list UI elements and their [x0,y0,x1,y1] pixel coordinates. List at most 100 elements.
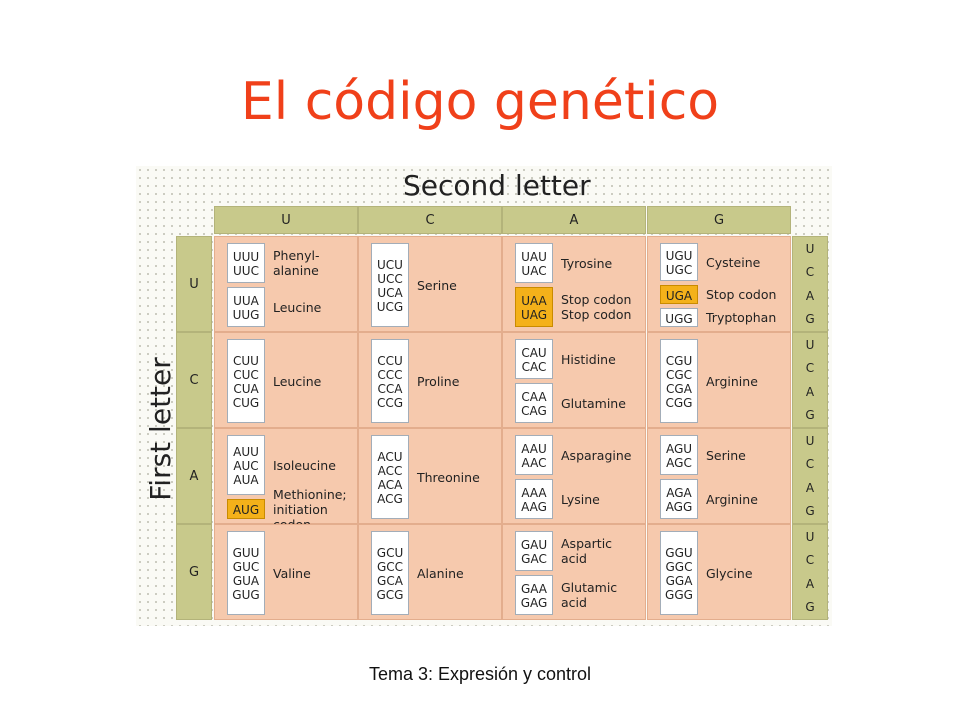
amino-acid-label: Arginine [706,374,790,389]
third-letter-U: U [805,433,815,448]
codon-text: UUC [233,264,259,278]
amino-acid-line: Stop codon [561,292,632,307]
codon-text: GCU [376,546,404,560]
amino-acid-line: Glutamine [561,395,626,411]
codon-text: UGA [665,288,693,303]
codon-box-highlighted: UGA [660,285,698,304]
codon-text: ACG [377,492,403,506]
codon-text: AGA [666,486,692,500]
amino-acid-line: Methionine; [273,486,347,502]
row-header-U: U [176,236,212,332]
codon-text: GGA [665,574,693,588]
third-letter-C: C [805,457,815,472]
codon-text: CUU [233,354,259,368]
column-header-G: G [647,206,791,234]
codon-text: GAC [521,552,547,566]
third-letter-C: C [805,265,815,280]
amino-acid-line: Alanine [417,565,464,581]
codon-text: CUA [233,382,259,396]
amino-acid-line: Valine [273,565,311,581]
amino-acid-label: Cysteine [706,255,790,270]
amino-acid-label: Valine [273,566,357,581]
amino-acid-line: Arginine [706,491,758,507]
amino-acid-label: Asparagine [561,448,645,463]
codon-text: CAA [521,390,547,404]
codon-text: UAG [520,308,548,322]
amino-acid-line: Serine [417,277,457,293]
codon-text: AUG [232,503,260,517]
column-header-C: C [358,206,502,234]
amino-acid-line: Arginine [706,373,758,389]
third-letter-G: G [805,312,815,327]
third-letter-A: A [805,480,815,495]
codon-text: AAC [521,456,547,470]
codon-text: GGC [665,560,693,574]
amino-acid-line: Leucine [273,299,322,315]
third-letter-A: A [805,576,815,591]
codon-text: UAA [521,294,547,308]
amino-acid-line: initiation [273,501,328,517]
codon-text: AUA [233,473,259,487]
third-letter-U: U [805,529,815,544]
amino-acid-line: Stop codon [561,307,632,322]
amino-acid-line: Serine [706,447,746,463]
first-letter-label: First letter [144,357,177,501]
codon-text: CUC [233,368,259,382]
codon-text: CUG [232,396,260,410]
codon-text: UGC [665,263,693,277]
codon-text: CAG [521,404,547,418]
amino-acid-line: Cysteine [706,254,761,270]
amino-acid-line: Proline [417,373,460,389]
codon-text: CCG [376,396,404,410]
third-letter-G: G [805,504,815,519]
codon-text: UGG [665,311,693,326]
column-header-U: U [214,206,358,234]
codon-text: AUC [233,459,259,473]
third-letter-U: U [805,337,815,352]
codon-text: CGA [666,382,692,396]
codon-text: UUG [232,308,260,322]
amino-acid-label: Serine [706,448,790,463]
codon-text: GUA [232,574,260,588]
codon-text: CAU [521,346,547,360]
codon-text: UAU [521,250,547,264]
codon-text: GAU [520,538,548,552]
third-letter-U: U [805,241,815,256]
third-letter-A: A [805,384,815,399]
codon-text: AGC [666,456,692,470]
amino-acid-line: acid [561,551,587,566]
amino-acid-label: Phenyl-alanine [273,248,357,278]
amino-acid-line: Stop codon [706,287,777,302]
amino-acid-line: Tryptophan [706,310,777,325]
amino-acid-line: Leucine [273,373,322,389]
third-letter-C: C [805,553,815,568]
amino-acid-label: Histidine [561,352,645,367]
